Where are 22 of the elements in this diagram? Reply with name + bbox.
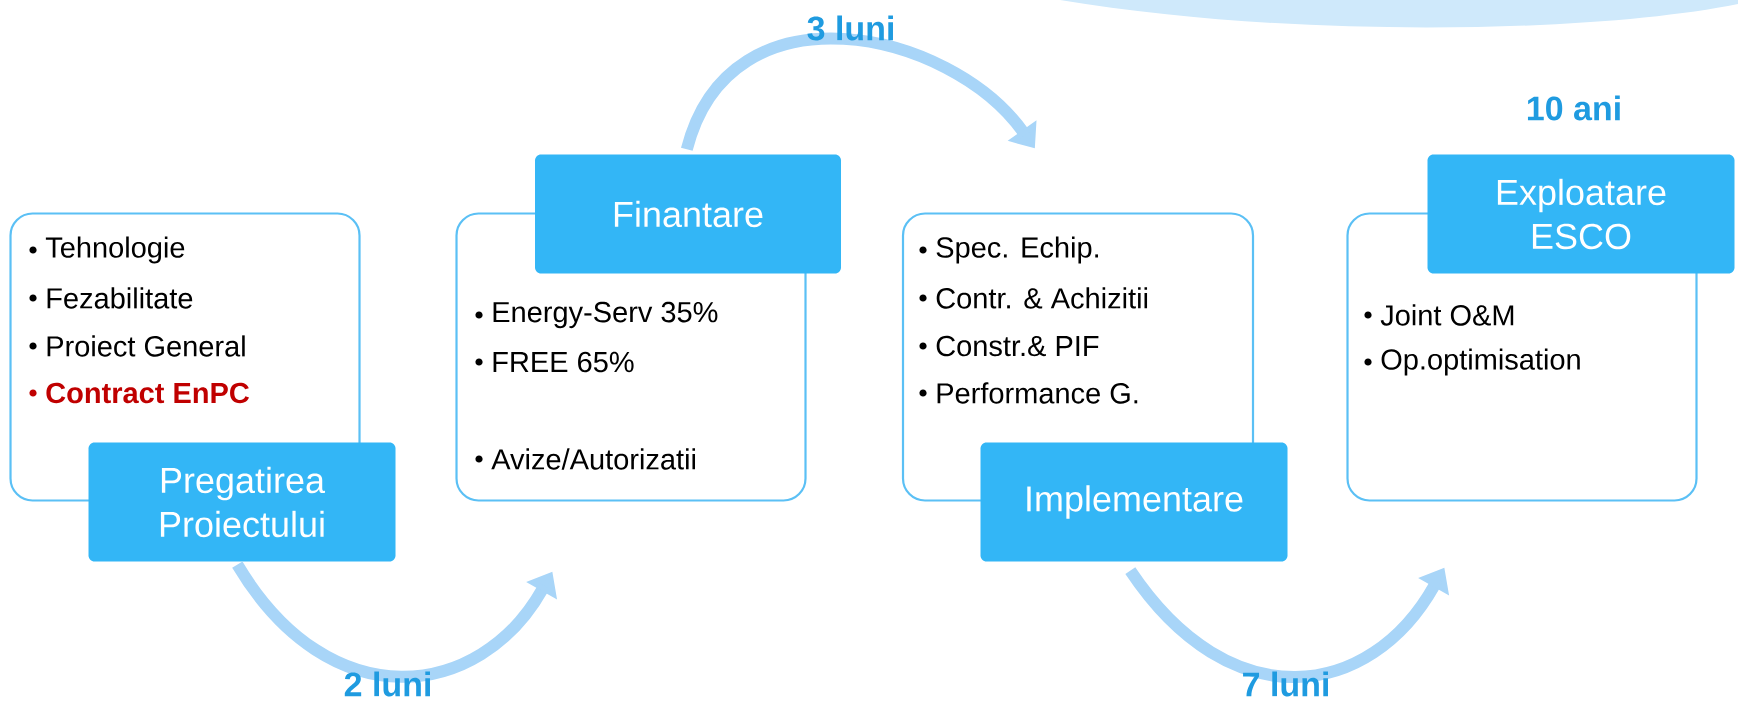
edge-label: 2 luni (344, 671, 430, 697)
edge-label: 7 luni (1243, 671, 1328, 697)
bullet-item: Tehnologie (29, 236, 185, 264)
bullet-item: Avize/Autorizatii (475, 448, 695, 470)
bullet-item: Fezabilitate (29, 287, 193, 309)
bullet-item: Constr.& PIF (919, 335, 1099, 357)
bullet-item: Contr. & Achizitii (919, 287, 1148, 309)
bullet-item: FREE 65% (475, 351, 634, 373)
stage-box: Pregatirea Proiectului (88, 442, 396, 562)
bullet-item: Energy-Serv 35% (475, 301, 718, 329)
bullet-item: Spec. Echip. (919, 236, 1099, 264)
bullet-item: Op.optimisation (1364, 348, 1580, 376)
stage-box: Implementare (980, 442, 1288, 562)
bullet-item: Performance G. (919, 382, 1138, 404)
edge-label: 3 luni (807, 15, 893, 41)
stage-box: Exploatare ESCO (1427, 154, 1735, 274)
bullet-item: Contract EnPC (29, 382, 249, 404)
bullet-item: Joint O&M (1364, 304, 1514, 326)
curved-arrow (681, 32, 1037, 152)
stage-box: Finantare (535, 154, 841, 274)
bullet-item: Proiect General (29, 335, 245, 357)
duration-label: 10 ani (1527, 95, 1620, 121)
